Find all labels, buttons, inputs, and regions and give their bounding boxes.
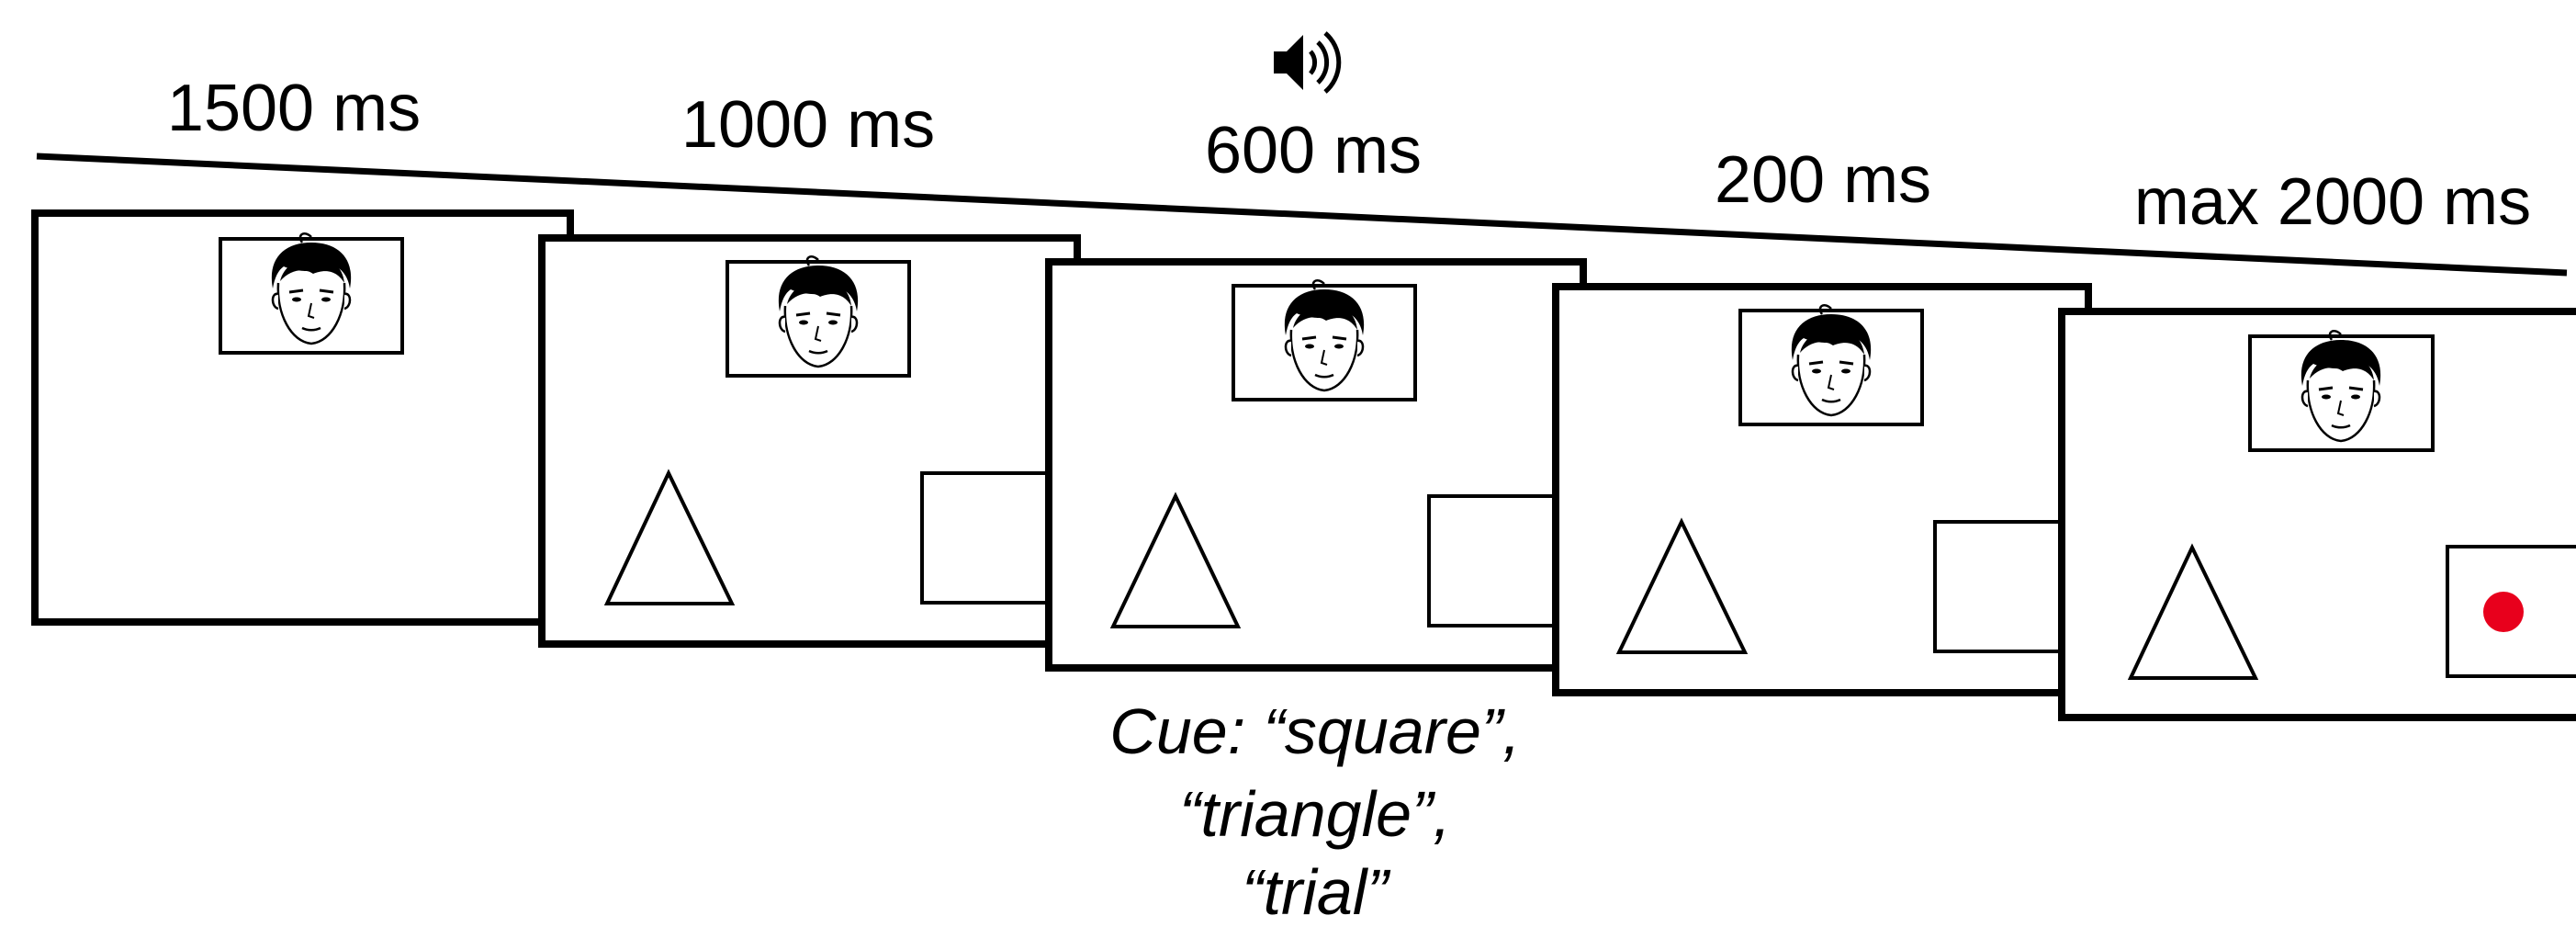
cue-line-2: “triangle”,	[1179, 778, 1451, 850]
frame-delay	[1552, 283, 2092, 696]
frame-cue	[1045, 258, 1587, 672]
triangle-shape	[1615, 517, 1749, 654]
triangle-shape	[1109, 492, 1242, 628]
duration-label-5: max 2000 ms	[2134, 165, 2531, 239]
duration-label-2: 1000 ms	[681, 88, 935, 162]
duration-label-4: 200 ms	[1715, 143, 1931, 217]
duration-label-1: 1500 ms	[167, 72, 421, 145]
frame-shapes	[538, 234, 1081, 648]
frame-fixation	[31, 209, 574, 626]
cue-line-3: “trial”	[1242, 856, 1390, 922]
duration-label-3: 600 ms	[1205, 114, 1422, 187]
cue-caption: Cue: “square”, “triangle”, “trial”	[1109, 695, 1520, 927]
triangle-shape	[2127, 543, 2259, 680]
triangle-shape	[603, 469, 736, 605]
target-dot	[2483, 592, 2524, 632]
speaker-icon	[1274, 31, 1342, 94]
frame-response	[2058, 308, 2576, 721]
timeline-arrow	[36, 153, 2568, 277]
cue-line-1: Cue: “square”,	[1109, 695, 1520, 767]
